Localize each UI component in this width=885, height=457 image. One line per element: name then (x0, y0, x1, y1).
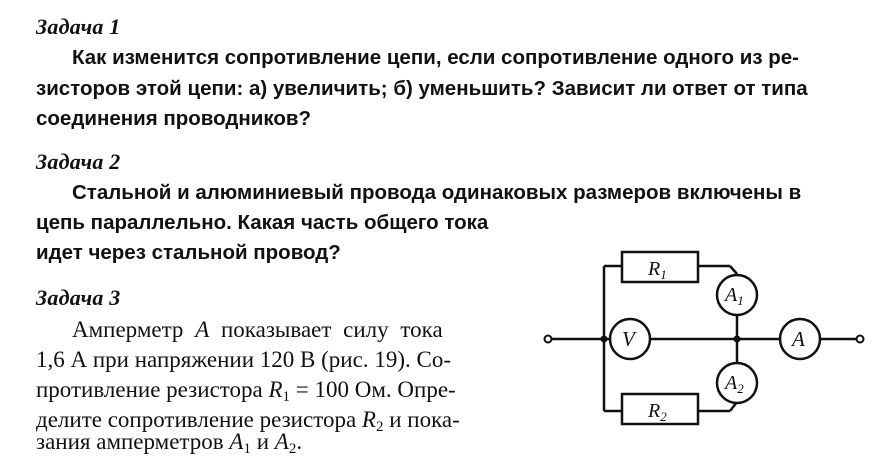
task3-line-1-b: показывает силу тока (209, 317, 443, 342)
resistor-r1 (620, 250, 700, 284)
task1-line-1: Как изменится сопротивление цепи, если с… (72, 46, 799, 69)
resistor-r2-label: R2 (647, 400, 667, 424)
terminal-left (543, 334, 553, 344)
task3-line-3-a: противление резистора (36, 377, 269, 402)
task3-var-a: А (195, 317, 210, 342)
ammeter-a1-label: A1 (723, 284, 744, 308)
task1-line-2: зисторов этой цепи: а) увеличить; б) уме… (36, 77, 808, 100)
task3-line-5-a: зания амперметров (36, 429, 230, 454)
task3-var-a1-sub: 1 (243, 441, 251, 457)
voltmeter-label: V (622, 327, 637, 351)
task2-line-3: идет через стальной провод? (36, 241, 341, 264)
ammeter-a2 (715, 361, 759, 405)
ammeter-a1 (715, 273, 759, 317)
ammeter-a2-label: A2 (723, 372, 744, 396)
junction-left (600, 335, 608, 343)
task3-var-r2: R (361, 407, 376, 432)
task3-var-r2-sub: 2 (375, 419, 384, 435)
voltmeter (608, 317, 652, 361)
task3-line-4: делите сопротивление резистора R2 и пока… (36, 407, 460, 435)
task2-line-2: цепь параллельно. Какая часть общего ток… (36, 211, 489, 234)
junction-center (733, 335, 741, 343)
task3-line-5: зания амперметров A1 и A2. (36, 429, 303, 457)
task3-var-a2-sub: 2 (288, 441, 297, 457)
task3-var-a1: A (229, 429, 244, 454)
task3-line-5-mid: и (250, 429, 275, 454)
task3-line-5-b: . (296, 429, 303, 454)
circuit-diagram: R1 R2 V A1 A2 A (543, 250, 865, 426)
wire-top-to-a1 (729, 265, 738, 275)
task1-line-3: соединения проводников? (36, 107, 312, 130)
task2-heading: Задача 2 (36, 149, 121, 174)
task3-line-3: противление резистора R1 = 100 Ом. Опре- (36, 377, 456, 405)
resistor-r2 (620, 392, 700, 426)
task1-heading: Задача 1 (36, 14, 121, 39)
task3-line-4-a: делите сопротивление резистора (36, 407, 362, 432)
ammeter-main-label: A (790, 327, 805, 351)
task2-line-1: Стальной и алюминиевый провода одинаковы… (72, 181, 802, 204)
task3-var-r1-sub: 1 (282, 389, 291, 405)
task3-var-r1: R (268, 377, 283, 402)
terminal-right (855, 334, 865, 344)
task3-line-1: Амперметр А показывает силу тока (72, 318, 443, 341)
task3-line-3-b: = 100 Ом. Опре- (290, 377, 456, 402)
ammeter-main (778, 317, 822, 361)
task3-var-a2: A (274, 429, 289, 454)
resistor-r1-label: R1 (647, 258, 667, 282)
task3-heading: Задача 3 (36, 285, 121, 310)
task3-line-4-b: и пока- (383, 407, 460, 432)
task3-line-1-a: Амперметр (72, 317, 196, 342)
task3-line-2: 1,6 А при напряжении 120 В (рис. 19). Со… (36, 347, 451, 372)
